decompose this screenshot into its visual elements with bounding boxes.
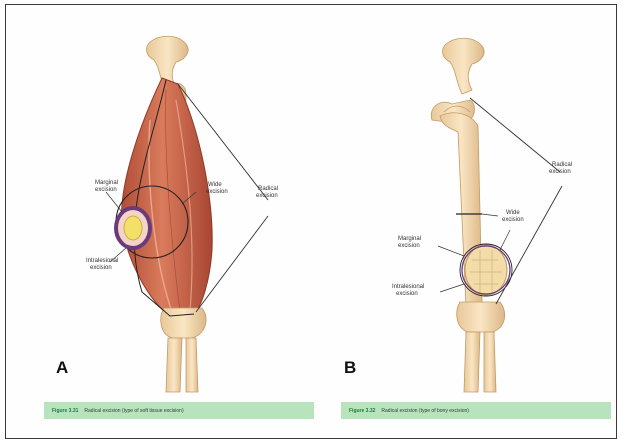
panel-b-illustration: [431, 38, 562, 392]
panel-b-caption: Figure 3.32 Radical excision (type of bo…: [341, 402, 611, 419]
panel-b-label-intralesional-1: Intralesional: [392, 284, 424, 290]
panel-a-label-radical-1: Radical: [258, 186, 278, 192]
panel-a-caption-number: Figure 3.31: [52, 408, 78, 414]
panel-a-label-wide-1: Wide: [208, 182, 222, 188]
panel-b-label-wide-2: excision: [502, 217, 524, 223]
panel-b-tumor: [465, 245, 507, 295]
panel-b-caption-text: Radical excision (type of bony excision): [381, 408, 469, 414]
panel-b-letter: B: [344, 358, 356, 378]
panel-b-caption-number: Figure 3.32: [349, 408, 375, 414]
panel-a-letter: A: [56, 358, 68, 378]
panel-b-label-radical-2: excision: [549, 169, 571, 175]
panel-a-label-intralesional-1: Intralesional: [86, 258, 118, 264]
panel-a-caption-text: Radical excision (type of soft tissue ex…: [84, 408, 183, 414]
panel-b-label-marginal-2: excision: [398, 243, 420, 249]
panel-a-knee: [161, 308, 206, 338]
panel-b-pelvis: [443, 38, 485, 94]
panel-b-knee: [457, 302, 505, 332]
panel-a-thigh-muscles: [122, 78, 213, 316]
panel-a-label-marginal-2: excision: [95, 187, 117, 193]
panel-a-label-marginal-1: Marginal: [95, 180, 118, 186]
panel-a-label-wide-2: excision: [206, 189, 228, 195]
panel-b-label-marginal-1: Marginal: [398, 236, 421, 242]
panel-b-label-intralesional-2: excision: [396, 291, 418, 297]
panel-b-label-radical-1: Radical: [552, 162, 572, 168]
panel-a-label-radical-2: excision: [256, 193, 278, 199]
panel-a-tumor: [124, 216, 142, 240]
panel-a-label-intralesional-2: excision: [90, 265, 112, 271]
panel-a-illustration: [106, 36, 268, 392]
panel-a-caption: Figure 3.31 Radical excision (type of so…: [44, 402, 314, 419]
panel-b-label-wide-1: Wide: [506, 210, 520, 216]
